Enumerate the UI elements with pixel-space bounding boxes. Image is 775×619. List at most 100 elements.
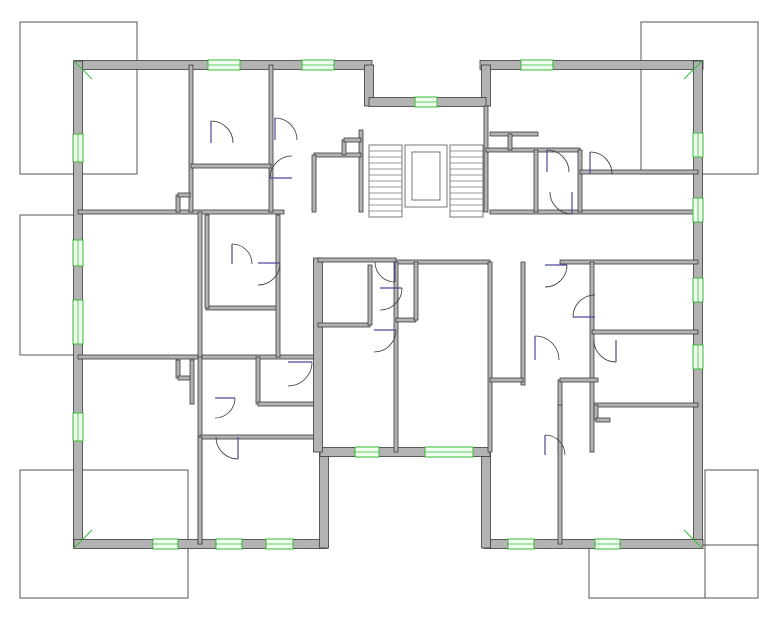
door-arc [374, 261, 396, 283]
stair-flight [449, 144, 484, 218]
walls [73, 60, 704, 549]
wall [589, 261, 595, 381]
door-swing-icon [215, 436, 239, 460]
wall [579, 169, 699, 175]
window-icon [152, 538, 179, 550]
wall [489, 209, 699, 215]
window-icon [215, 538, 243, 550]
wall [559, 259, 699, 265]
door-arc [544, 264, 568, 288]
door-arc [214, 397, 236, 419]
balcony [19, 214, 75, 356]
wall [595, 417, 611, 423]
door-arc [231, 243, 253, 265]
wall [268, 64, 274, 213]
wall [189, 359, 195, 405]
door-swing-icon [534, 335, 560, 361]
wall [257, 401, 321, 407]
door-arc [544, 434, 566, 456]
door-arc [373, 329, 397, 353]
door-arc [593, 339, 617, 363]
door-arc [269, 155, 293, 179]
wall [175, 194, 181, 213]
wall [205, 305, 279, 311]
wall [358, 129, 364, 213]
wall [483, 105, 489, 213]
corner-window [73, 60, 93, 80]
corner-window [683, 529, 703, 549]
wall [591, 402, 699, 408]
stair-icon [368, 144, 484, 218]
door-arc [589, 151, 613, 175]
wall [317, 322, 371, 328]
window-icon [692, 277, 704, 303]
wall [343, 137, 362, 143]
stair-well [411, 151, 441, 201]
window-icon [507, 538, 535, 550]
door-swing-icon [257, 262, 281, 286]
wall [559, 377, 599, 383]
door-swing-icon [589, 151, 613, 175]
wall [199, 434, 321, 440]
wall [395, 259, 491, 265]
corner-window [73, 529, 93, 549]
wall [589, 379, 595, 453]
wall [485, 147, 581, 153]
door-swing-icon [287, 361, 313, 387]
door-arc [549, 191, 573, 215]
wall [177, 375, 191, 381]
wall [481, 449, 491, 549]
door-swing-icon [549, 191, 573, 215]
wall [520, 261, 526, 386]
balcony [588, 544, 759, 599]
wall [557, 404, 563, 545]
wall [190, 163, 272, 169]
window-icon [72, 133, 84, 163]
window-icon [265, 538, 294, 550]
window-icon [207, 59, 241, 71]
window-icon [72, 412, 84, 442]
window-icon [72, 299, 84, 345]
wall [479, 60, 704, 70]
wall [489, 131, 539, 137]
door-swing-icon [231, 243, 253, 265]
window-icon [692, 132, 704, 158]
wall [487, 261, 493, 453]
door-arc [572, 294, 596, 318]
door-arc [257, 262, 281, 286]
door-swing-icon [214, 397, 236, 419]
door-arc [287, 361, 313, 387]
door-swing-icon [374, 261, 396, 283]
door-swing-icon [373, 329, 397, 353]
wall [275, 214, 281, 358]
door-arc [210, 120, 234, 144]
wall [177, 192, 191, 198]
wall [197, 211, 203, 358]
doors [210, 117, 617, 460]
wall [311, 154, 317, 213]
wall [533, 149, 539, 213]
wall [367, 264, 373, 326]
wall [188, 64, 194, 213]
stair-landing [404, 144, 448, 208]
wall [204, 214, 210, 309]
wall [197, 436, 203, 545]
door-arc [274, 117, 298, 141]
door-swing-icon [269, 155, 293, 179]
window-icon [414, 96, 438, 108]
wall [313, 152, 362, 158]
wall [313, 257, 323, 453]
wall [319, 449, 329, 549]
door-swing-icon [379, 287, 403, 311]
window-icon [354, 446, 380, 458]
window-icon [424, 446, 474, 458]
wall [393, 261, 399, 453]
balcony [19, 469, 189, 599]
window-icon [692, 344, 704, 370]
window-icon [72, 239, 84, 267]
window-icon [594, 538, 621, 550]
door-arc [534, 335, 560, 361]
wall [507, 133, 513, 151]
window-icon [520, 59, 554, 71]
